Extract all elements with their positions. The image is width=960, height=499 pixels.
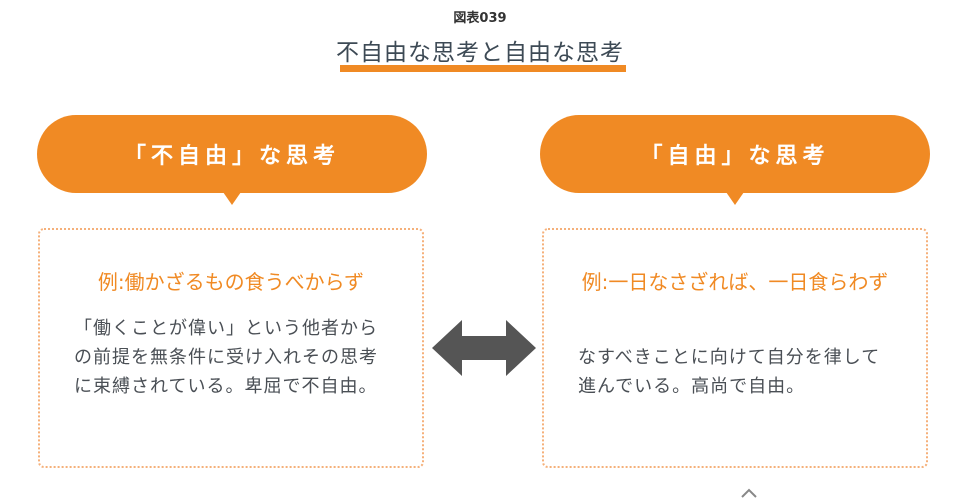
left-description: 「働くことが偉い」という他者からの前提を無条件に受け入れその思考に束縛されている…: [74, 318, 378, 397]
figure-label: 図表039: [453, 11, 507, 26]
left-example: 例:働かざるもの食うべからず: [97, 270, 365, 294]
right-heading: 「自由」な思考: [540, 115, 930, 205]
left-box: 例:働かざるもの食うべからず 「働くことが偉い」という他者からの前提を無条件に受…: [38, 228, 424, 468]
page-title: 不自由な思考と自由な思考: [336, 40, 624, 66]
double-arrow-icon: [432, 320, 536, 376]
title-underline: [340, 65, 626, 72]
left-heading: 「不自由」な思考: [37, 115, 427, 205]
right-example: 例:一日なさざれば、一日食らわず: [581, 270, 889, 294]
right-box: 例:一日なさざれば、一日食らわず なすべきことに向けて自分を律して進んでいる。高…: [542, 228, 928, 468]
caret-up-icon: [741, 488, 757, 498]
right-description: なすべきことに向けて自分を律して進んでいる。高尚で自由。: [578, 347, 881, 397]
